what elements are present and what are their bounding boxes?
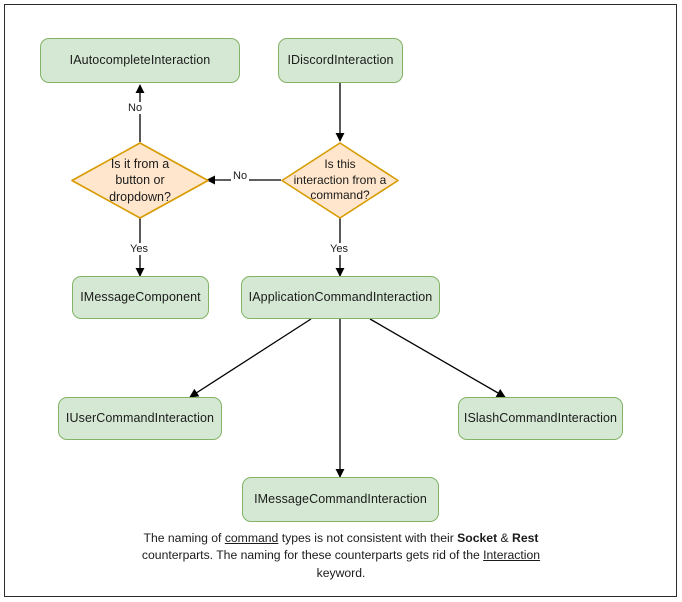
node-decision-button-or-dropdown[interactable]: Is it from a button or dropdown? xyxy=(71,142,209,219)
edge-label-no-between-decisions: No xyxy=(231,170,250,182)
node-message-component[interactable]: IMessageComponent xyxy=(72,276,209,319)
footnote-underline-command: command xyxy=(224,531,279,545)
node-decision-from-command[interactable]: Is this interaction from a command? xyxy=(281,142,399,219)
edge-application-command-to-slash-command xyxy=(369,318,506,398)
diamond-shape-button-or-dropdown xyxy=(71,142,209,219)
footnote-bold-rest: Rest xyxy=(512,531,539,545)
footnote-bold-socket: Socket xyxy=(457,531,498,545)
node-message-command-interaction[interactable]: IMessageCommandInteraction xyxy=(242,477,439,522)
node-autocomplete-interaction[interactable]: IAutocompleteInteraction xyxy=(40,38,240,83)
footnote-part-1: The naming of xyxy=(143,531,225,545)
footnote-part-2: types is not consistent with their xyxy=(278,531,458,545)
node-slash-command-interaction[interactable]: ISlashCommandInteraction xyxy=(458,397,623,440)
footnote-underline-interaction: Interaction xyxy=(483,548,541,563)
footnote-part-3: & xyxy=(497,531,513,545)
footnote-part-5: keyword. xyxy=(316,565,366,580)
diamond-shape-from-command xyxy=(281,142,399,219)
node-user-command-interaction[interactable]: IUserCommandInteraction xyxy=(58,397,222,440)
node-application-command-interaction[interactable]: IApplicationCommandInteraction xyxy=(241,276,440,319)
edge-label-no-autocomplete: No xyxy=(126,102,145,114)
node-discord-interaction[interactable]: IDiscordInteraction xyxy=(278,38,403,83)
footnote-part-4: counterparts. The naming for these count… xyxy=(141,548,484,563)
edge-label-yes-message-component: Yes xyxy=(128,243,150,255)
edge-application-command-to-user-command xyxy=(189,318,312,398)
diagram-footnote: The naming of command types is not consi… xyxy=(140,530,542,582)
edge-label-yes-application-command: Yes xyxy=(328,243,350,255)
